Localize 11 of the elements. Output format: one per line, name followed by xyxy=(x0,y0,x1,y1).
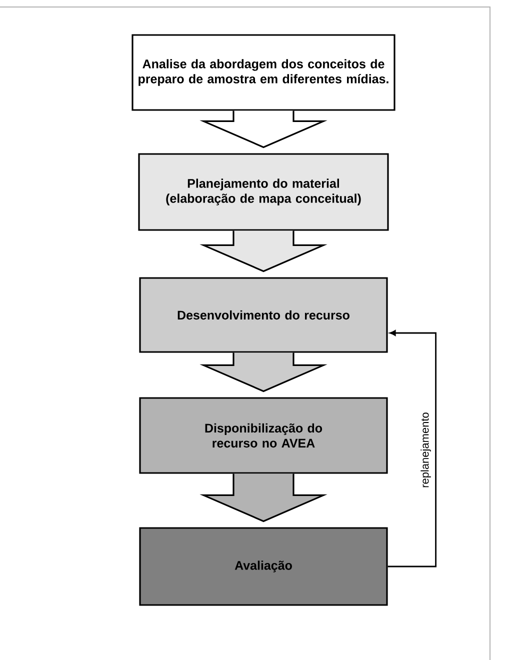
edge-label: replanejamento xyxy=(420,412,431,488)
block-arrow xyxy=(200,110,328,148)
process-box: Avaliação xyxy=(139,527,388,606)
block-arrow xyxy=(200,352,328,392)
block-arrow xyxy=(200,473,328,522)
feedback-arrow xyxy=(388,330,436,568)
process-box: Planejamento do material (elaboração de mapa conceitual) xyxy=(138,153,389,231)
process-box: Disponibilização do recurso no AVEA xyxy=(139,397,388,474)
block-arrow xyxy=(200,230,328,272)
process-box: Analise da abordagem dos conceitos de preparo de amostra em diferentes mídias. xyxy=(132,34,396,111)
process-box: Desenvolvimento do recurso xyxy=(139,277,388,353)
